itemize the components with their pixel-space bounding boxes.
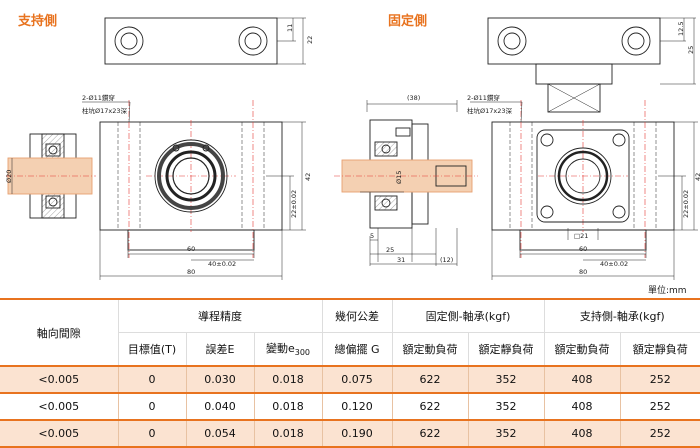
table-cell: 622 <box>392 419 469 448</box>
header-fixed-static-load: 額定靜負荷 <box>468 332 545 367</box>
dim-42-left: 42 <box>304 173 312 181</box>
dim-11: 11 <box>286 24 294 32</box>
table-cell: <0.005 <box>0 419 119 448</box>
support-side-title: 支持側 <box>18 14 58 29</box>
table-cell: 0.075 <box>322 365 393 393</box>
table-cell: 252 <box>620 419 700 448</box>
dim-25-section: 25 <box>386 246 394 254</box>
dim-bore-right: 柱坑Ø17x23深 <box>467 106 513 115</box>
table-cell: 0.018 <box>254 419 323 448</box>
dim-22: 22 <box>306 36 314 44</box>
dim-22-left: 22±0.02 <box>290 190 298 218</box>
dim-40-right: 40±0.02 <box>600 260 628 268</box>
support-side-section <box>6 133 96 219</box>
table-cell: 252 <box>620 365 700 393</box>
table-cell: 0.018 <box>254 392 323 420</box>
header-support-dynamic-load: 額定動負荷 <box>544 332 621 367</box>
dim-hole-left: 2-Ø11鑽穿 <box>82 93 115 102</box>
dim-25-top: 25 <box>687 46 695 54</box>
spec-table: 軸向間隙 導程精度 幾何公差 固定側-軸承(kgf) 支持側-軸承(kgf) 目… <box>0 298 700 448</box>
header-variation-sub: 300 <box>294 348 311 358</box>
unit-note: 單位:mm <box>648 286 687 296</box>
table-cell: 0 <box>118 392 187 420</box>
support-front-view <box>82 100 306 280</box>
header-geometric-tolerance: 幾何公差 <box>322 298 393 333</box>
header-target-value: 目標值(T) <box>118 332 187 367</box>
dim-square-21: □21 <box>574 232 588 240</box>
table-cell: <0.005 <box>0 392 119 420</box>
table-cell: 622 <box>392 392 469 420</box>
fixed-front-view <box>470 100 698 280</box>
dim-42-right: 42 <box>694 173 700 181</box>
table-cell: 352 <box>468 392 545 420</box>
dim-80-left: 80 <box>187 268 195 276</box>
dim-phi20: Ø20 <box>5 170 13 183</box>
table-cell: 408 <box>544 392 621 420</box>
header-support-bearing: 支持側-軸承(kgf) <box>544 298 700 333</box>
dim-12: (12) <box>440 256 453 264</box>
table-cell: 0.018 <box>254 365 323 393</box>
dim-38: (38) <box>407 94 420 102</box>
header-fixed-bearing: 固定側-軸承(kgf) <box>392 298 545 333</box>
header-variation-label: 變動e <box>265 342 295 356</box>
dim-hole-right: 2-Ø11鑽穿 <box>467 93 500 102</box>
support-top-view <box>104 17 306 65</box>
dim-12-5: 12.5 <box>677 22 685 36</box>
header-fixed-dynamic-load: 額定動負荷 <box>392 332 469 367</box>
table-cell: 408 <box>544 419 621 448</box>
header-axial-clearance: 軸向間隙 <box>0 298 119 367</box>
fixed-top-view <box>487 17 696 113</box>
header-support-static-load: 額定靜負荷 <box>620 332 700 367</box>
dim-bore-left: 柱坑Ø17x23深 <box>82 106 128 115</box>
header-total-runout: 總偏擺 G <box>322 332 393 367</box>
dim-80-right: 80 <box>579 268 587 276</box>
table-cell: 408 <box>544 365 621 393</box>
technical-drawing: 11 22 12.5 25 (38) 2-Ø11鑽穿 柱坑Ø17x23深 2-Ø… <box>5 17 700 280</box>
header-lead-accuracy: 導程精度 <box>118 298 323 333</box>
dim-31: 31 <box>397 256 405 264</box>
table-cell: 0 <box>118 365 187 393</box>
table-row: <0.005 0 0.030 0.018 0.075 622 352 408 2… <box>0 365 700 393</box>
table-cell: 622 <box>392 365 469 393</box>
dim-60-left: 60 <box>187 245 195 253</box>
table-cell: 0.040 <box>186 392 255 420</box>
table-row: <0.005 0 0.040 0.018 0.120 622 352 408 2… <box>0 392 700 420</box>
dim-5: 5 <box>370 232 374 240</box>
dim-phi15: Ø15 <box>395 171 403 184</box>
header-error: 誤差E <box>186 332 255 367</box>
table-cell: 352 <box>468 419 545 448</box>
dim-40-left: 40±0.02 <box>208 260 236 268</box>
header-variation: 變動e300 <box>254 332 323 367</box>
table-cell: <0.005 <box>0 365 119 393</box>
fixed-side-section <box>334 100 478 266</box>
dim-22-right: 22±0.02 <box>682 190 690 218</box>
table-cell: 252 <box>620 392 700 420</box>
fixed-side-title: 固定側 <box>388 14 428 29</box>
table-cell: 352 <box>468 365 545 393</box>
dim-60-right: 60 <box>579 245 587 253</box>
table-cell: 0.030 <box>186 365 255 393</box>
table-cell: 0.190 <box>322 419 393 448</box>
table-row: <0.005 0 0.054 0.018 0.190 622 352 408 2… <box>0 419 700 448</box>
table-cell: 0 <box>118 419 187 448</box>
table-cell: 0.054 <box>186 419 255 448</box>
table-cell: 0.120 <box>322 392 393 420</box>
